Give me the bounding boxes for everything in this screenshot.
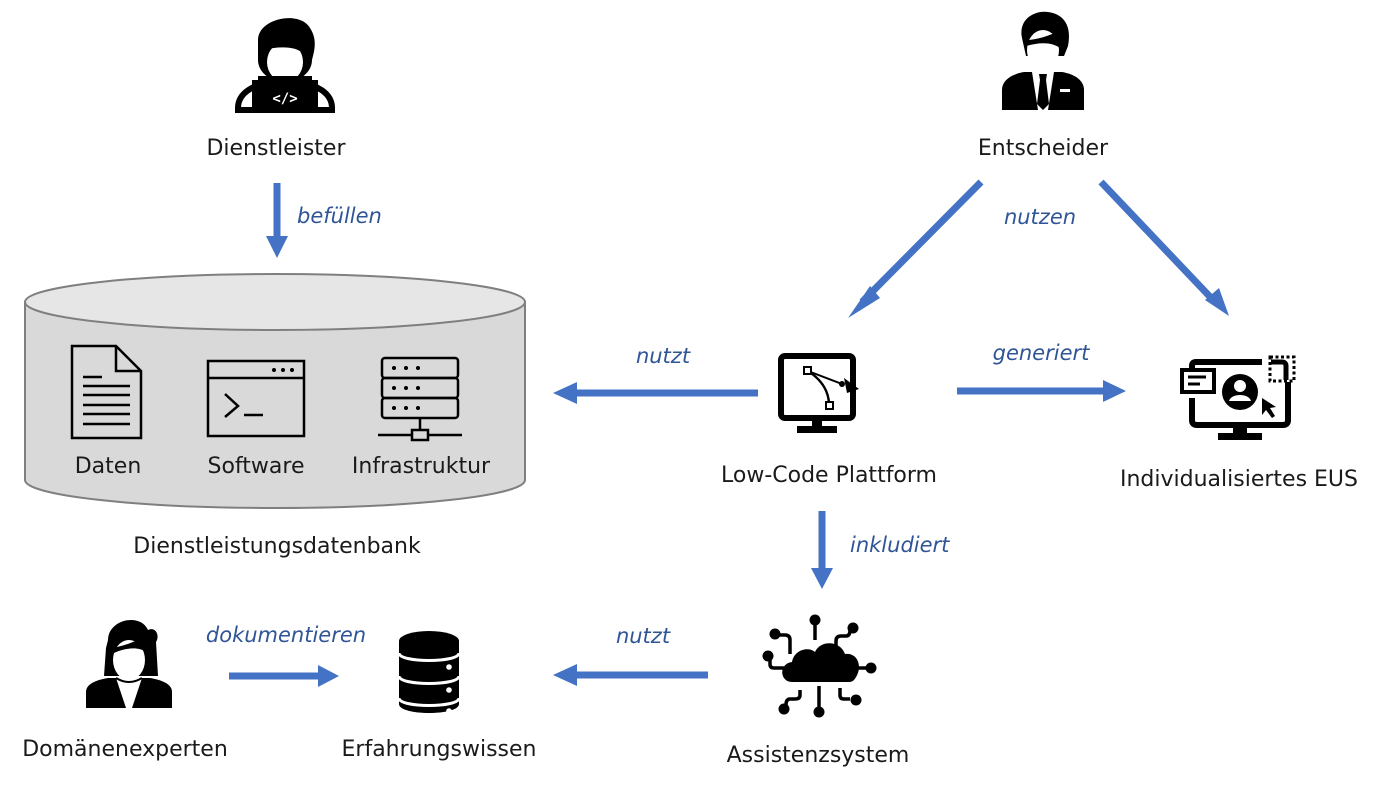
database-item-software: Software (206, 359, 306, 479)
edge-label: nutzen (1004, 205, 1076, 229)
database-stack-icon (397, 631, 461, 714)
arrow-head (1103, 380, 1126, 402)
businesswoman-icon (86, 619, 172, 708)
database-item-daten: Daten (70, 344, 143, 479)
arrow-shaft (1098, 179, 1218, 305)
terminal-window-icon (206, 359, 306, 438)
edge-dokumentieren: dokumentieren (206, 623, 366, 687)
edge-label: dokumentieren (206, 623, 366, 647)
database-cylinder (24, 273, 526, 509)
edge-label: generiert (993, 341, 1091, 365)
edge-nutzt-erfahrungswissen: nutzt (553, 624, 708, 686)
node-low-code-plattform: Low-Code Plattform (721, 353, 937, 488)
arrow-head (1205, 288, 1229, 316)
edge-nutzt-datenbank: nutzt (553, 344, 758, 404)
edge-nutzen-eus (1098, 179, 1229, 316)
node-domaenenexperten: Domänenexperten (22, 619, 228, 762)
database-item-label: Software (208, 454, 305, 479)
node-individualisiertes-eus: Individualisiertes EUS (1120, 355, 1358, 492)
node-label: Entscheider (978, 136, 1109, 161)
arrow-head (553, 664, 577, 686)
node-label: Assistenzsystem (727, 743, 910, 768)
arrow-head (318, 665, 339, 687)
arrow-head (811, 568, 833, 589)
arrow-head (848, 286, 880, 318)
database-item-label: Daten (75, 454, 142, 479)
edge-nutzen-low-code (848, 179, 984, 318)
node-erfahrungswissen: Erfahrungswissen (342, 631, 537, 762)
arrow-head (266, 236, 288, 258)
node-entscheider: Entscheider (978, 11, 1109, 161)
arrow-shaft (859, 179, 984, 305)
database-item-infrastruktur: Infrastruktur (352, 356, 491, 479)
cloud-network-icon (762, 614, 877, 718)
node-label: Individualisiertes EUS (1120, 467, 1358, 492)
edge-label: inkludiert (850, 533, 950, 557)
edge-label: nutzt (636, 344, 691, 368)
monitor-user-icon (1180, 355, 1296, 440)
node-label: Dienstleistungsdatenbank (133, 534, 421, 559)
edge-inkludiert: inkludiert (811, 511, 950, 589)
node-label: Erfahrungswissen (342, 737, 537, 762)
businessman-icon (1002, 11, 1084, 110)
node-label: Low-Code Plattform (721, 463, 937, 488)
arrow-head (553, 382, 577, 404)
node-label: Dienstleister (206, 136, 346, 161)
node-dienstleistungsdatenbank: Daten Software (24, 273, 526, 559)
edge-label: nutzt (616, 624, 671, 648)
edge-befuellen: befüllen (266, 183, 382, 258)
node-label: Domänenexperten (22, 737, 228, 762)
developer-person-icon: </> (235, 18, 335, 113)
svg-text:</>: </> (272, 91, 297, 107)
edge-label: befüllen (297, 204, 382, 228)
database-item-label: Infrastruktur (352, 454, 491, 479)
edge-generiert: generiert (957, 341, 1126, 402)
node-assistenzsystem: Assistenzsystem (727, 614, 910, 768)
server-network-icon (378, 356, 462, 442)
node-dienstleister: </> Dienstleister (206, 18, 346, 161)
monitor-bezier-icon (778, 353, 859, 433)
document-icon (70, 344, 143, 440)
